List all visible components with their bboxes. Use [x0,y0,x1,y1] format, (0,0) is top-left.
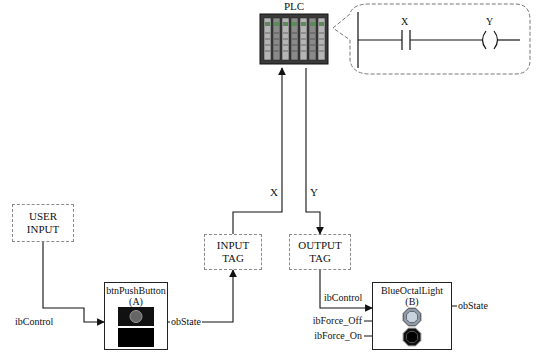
node-text: INPUT TAG [208,239,258,264]
callout-bubble [333,4,530,74]
node-text: PLC [284,0,304,13]
tag-box: INPUT TAG [204,234,262,270]
node-text: OUTPUT TAG [293,239,347,264]
pin-name: ibControl [15,316,53,328]
signal-connector [306,68,320,234]
coil-name: Y [486,16,493,28]
push-button-icon [116,307,156,347]
tag-box: OUTPUT TAG [289,234,351,270]
plc-box: PLC [256,0,332,68]
pin-name: ibControl [324,292,362,304]
pin-name: obState [170,316,202,328]
octal-light-icon [392,307,432,347]
signal-name: Y [310,186,318,198]
signal-connector [43,242,104,322]
signal-connector [320,270,372,308]
pin-name: obState [458,300,488,312]
component-box: BlueOctalLight (B) [372,282,452,350]
contact-name: X [401,16,408,28]
pin-name: ibForce_Off [313,315,362,327]
signal-connector [168,270,233,322]
component-box: btnPushButton (A) [104,282,168,350]
signal-name: X [270,186,278,198]
ladder-rung [358,12,520,68]
node-text: BlueOctalLight (B) [375,285,449,307]
signal-connector [233,68,282,234]
source-box: USER INPUT [12,204,74,242]
node-text: USER INPUT [16,210,70,235]
pin-name: ibForce_On [314,330,362,342]
plc-rack [259,13,329,65]
node-text: btnPushButton (A) [106,285,165,307]
